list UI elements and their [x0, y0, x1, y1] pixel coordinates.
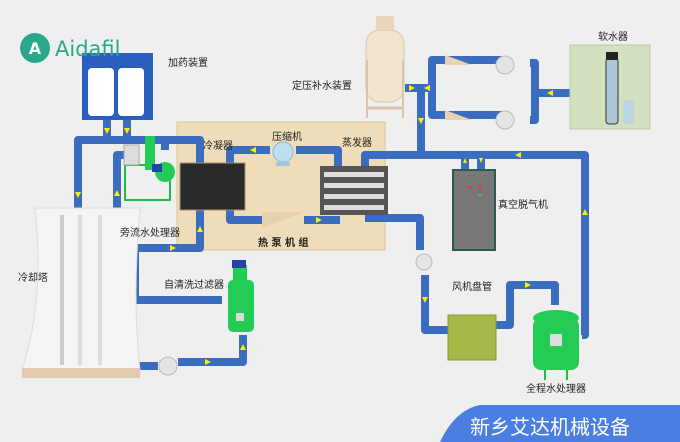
label-dosing: 加药装置 — [168, 56, 208, 69]
fan-coil — [447, 314, 497, 361]
arrow-icon — [250, 147, 256, 153]
dosing-device — [82, 53, 153, 120]
arrow-icon — [124, 128, 130, 134]
arrow-icon — [525, 282, 531, 288]
makeup-pumps — [445, 55, 515, 130]
vacuum-degasser — [452, 169, 496, 251]
svg-text:A: A — [29, 39, 42, 58]
label-self-clean-filter: 自清洗过滤器 — [164, 278, 224, 291]
label-heat-pump-unit: 热 泵 机 组 — [258, 236, 308, 249]
cooling-pump — [158, 356, 178, 376]
arrow-icon — [418, 118, 424, 124]
expansion-valve — [262, 212, 304, 228]
label-softener: 软水器 — [598, 30, 628, 43]
arrow-icon — [75, 192, 81, 198]
circulation-pump — [415, 253, 433, 271]
arrow-icon — [422, 297, 428, 303]
full-process-water-treater — [533, 310, 579, 380]
company-logo: A Aidafil — [20, 33, 120, 63]
arrow-icon — [240, 344, 246, 350]
label-cooling-tower: 冷却塔 — [18, 271, 48, 284]
banner-text: 新乡艾达机械设备 — [470, 415, 630, 439]
arrow-icon — [582, 209, 588, 215]
flow-arrows — [75, 85, 588, 365]
arrow-icon — [316, 217, 322, 223]
arrow-icon — [197, 226, 203, 232]
arrow-icon — [547, 90, 553, 96]
arrow-icon — [424, 85, 430, 91]
label-condenser: 冷凝器 — [203, 139, 233, 152]
arrow-icon — [104, 128, 110, 134]
arrow-icon — [409, 85, 415, 91]
arrow-icon — [114, 190, 120, 196]
evaporator — [320, 166, 388, 215]
label-evaporator: 蒸发器 — [342, 136, 372, 149]
label-compressor: 压缩机 — [272, 130, 302, 143]
label-pressure-makeup: 定压补水装置 — [292, 79, 352, 92]
pipes — [74, 56, 589, 370]
pressure-makeup-tank — [365, 16, 405, 118]
arrow-icon — [463, 158, 467, 163]
arrow-icon — [170, 245, 176, 251]
arrow-icon — [205, 359, 211, 365]
self-cleaning-filter — [228, 260, 254, 332]
company-banner: 新乡艾达机械设备 — [440, 405, 680, 442]
arrow-icon — [479, 158, 483, 163]
cooling-tower — [21, 207, 141, 378]
logo-text: Aidafil — [55, 37, 120, 61]
label-full-process-treater: 全程水处理器 — [526, 382, 586, 395]
label-bypass-treater: 旁流水处理器 — [120, 226, 180, 239]
compressor — [272, 141, 294, 166]
condenser — [179, 162, 246, 211]
bypass-water-treater — [123, 136, 175, 201]
water-softener — [569, 44, 651, 130]
arrow-icon — [515, 152, 521, 158]
label-vacuum-degasser: 真空脱气机 — [498, 198, 548, 211]
label-fan-coil: 风机盘管 — [452, 280, 492, 293]
